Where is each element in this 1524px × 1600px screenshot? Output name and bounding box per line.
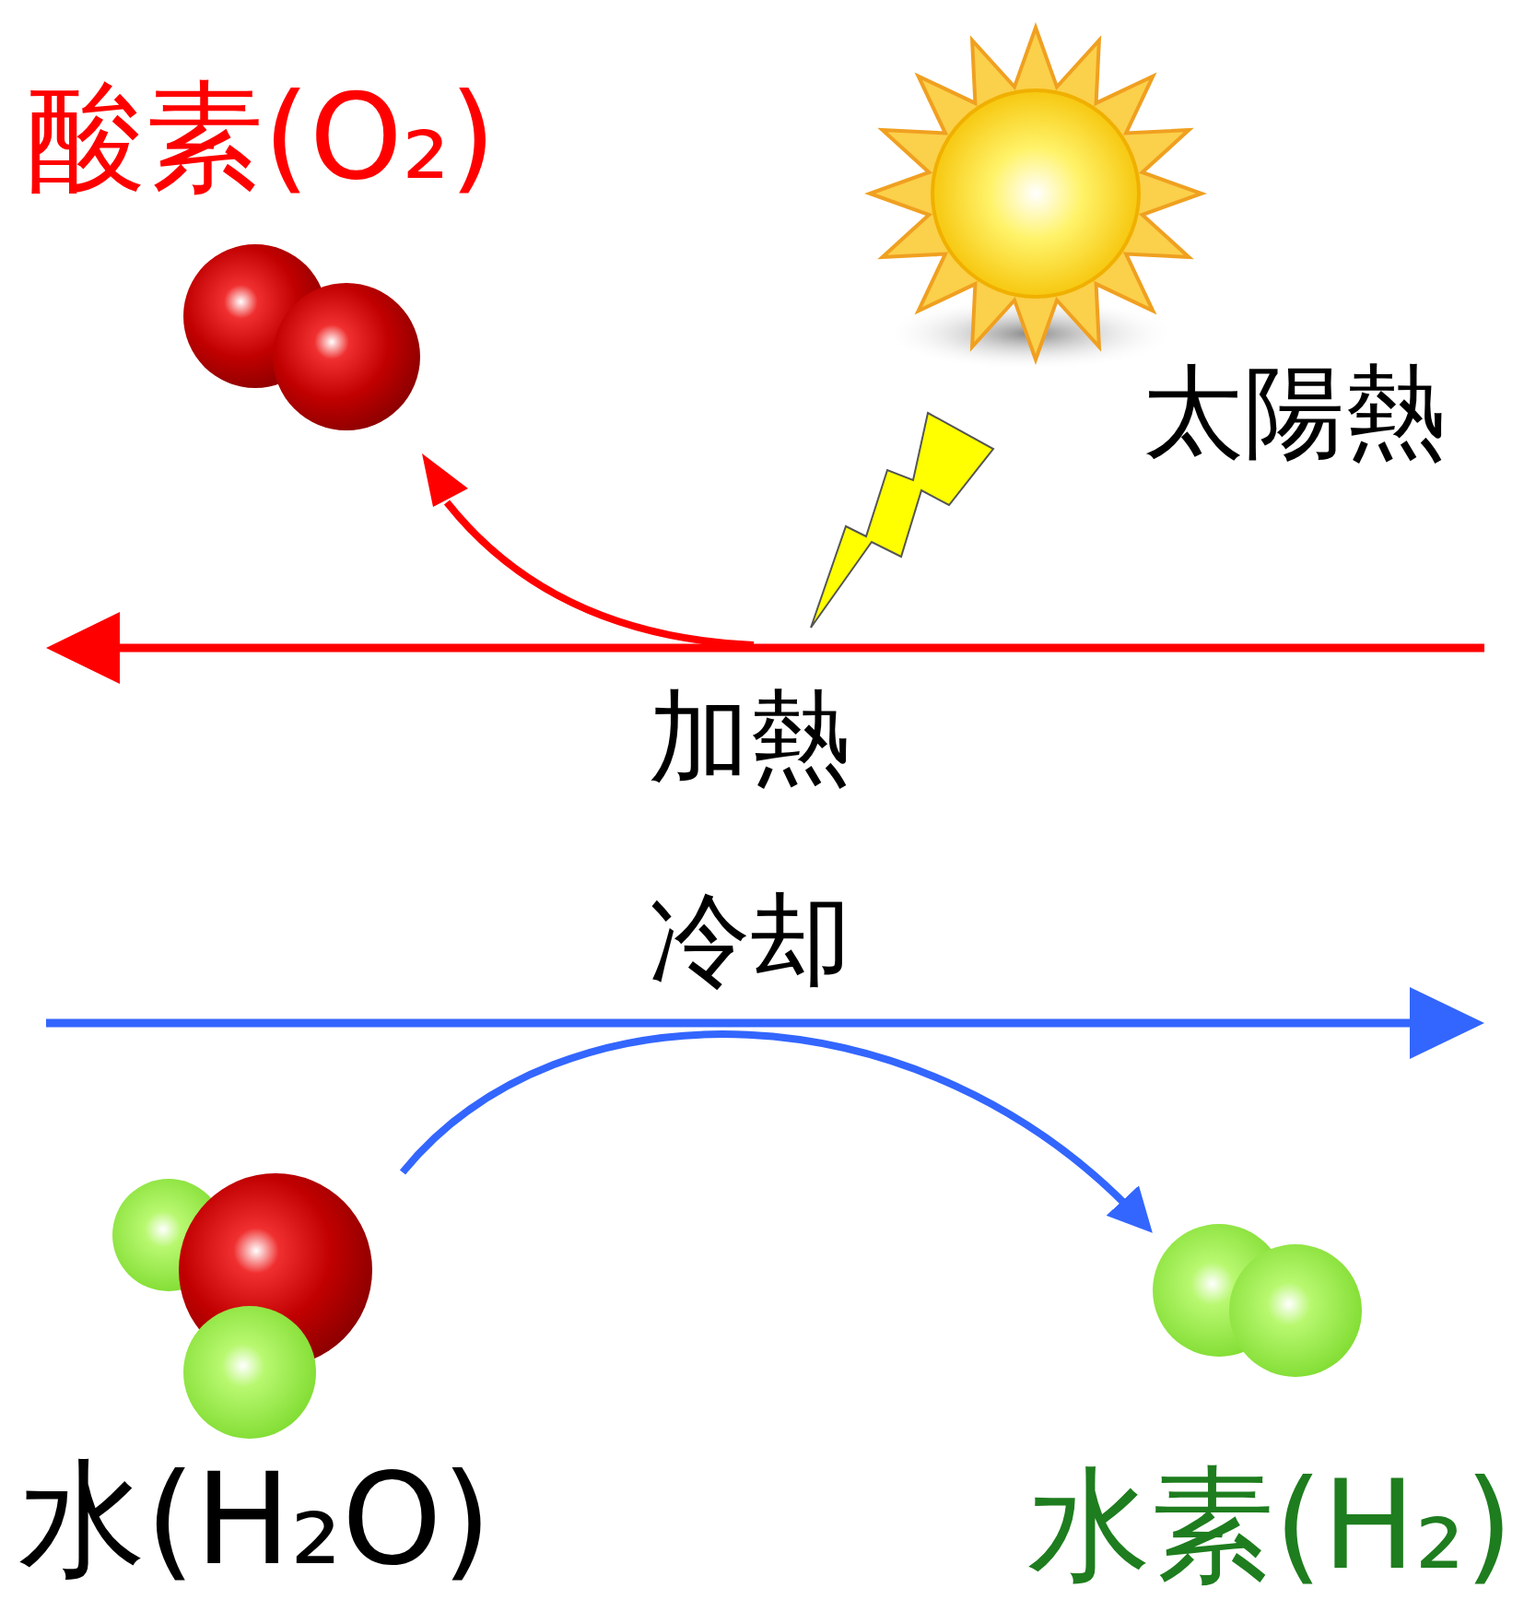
heating-label: 加熱 [648, 686, 852, 788]
solar-heat-node: 太陽熱 [1142, 361, 1454, 469]
hydrogen-atom [1229, 1243, 1362, 1377]
node-label: 水素(H₂) [1019, 1463, 1513, 1587]
lightning-bolt [810, 412, 994, 628]
cooling-label: 冷却 [648, 889, 852, 991]
sun-rays [869, 27, 1202, 360]
node-label: 水(H₂O) [18, 1455, 500, 1583]
oxygen-node: 酸素(O₂) [27, 78, 504, 447]
node-label: 酸素(O₂) [27, 78, 504, 197]
reaction-arrow [402, 1033, 1143, 1222]
heating-line [101, 644, 1485, 653]
sun-core [932, 90, 1139, 297]
oxygen-release-curve [446, 502, 754, 645]
oxygen-atom [272, 282, 421, 431]
hydrogen-node: 水素(H₂) [1019, 1221, 1513, 1593]
heating-arrowhead [46, 611, 120, 684]
hydrogen-atom [183, 1305, 317, 1439]
cooling-line [46, 1019, 1415, 1028]
oxygen-release-arrowhead [422, 453, 469, 507]
cooling-arrowhead [1409, 986, 1485, 1059]
water-node: 水(H₂O) [18, 1172, 500, 1589]
node-label: 太陽熱 [1142, 361, 1454, 463]
